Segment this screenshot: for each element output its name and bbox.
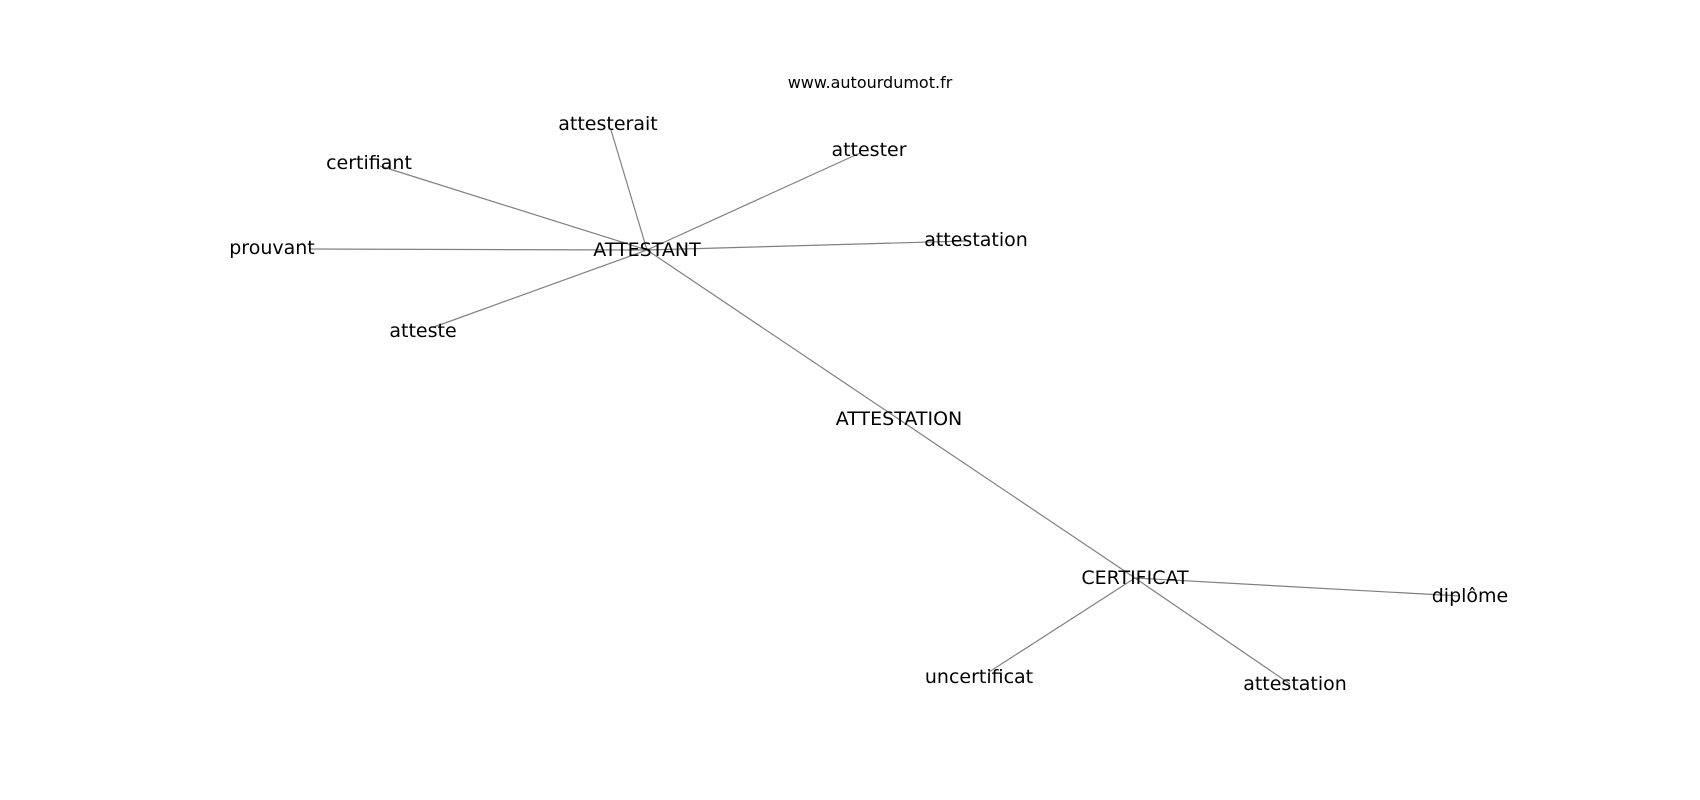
node-label-certificat[interactable]: CERTIFICAT xyxy=(1081,567,1189,589)
edge-attestant-prouvant xyxy=(308,248,648,251)
node-label-attestant[interactable]: ATTESTANT xyxy=(593,239,701,261)
edge-attestant-certifiant xyxy=(379,165,648,251)
edge-certificat-attestation_2 xyxy=(1134,577,1291,685)
edge-attestant-atteste xyxy=(433,249,648,328)
edge-attestant-certificat xyxy=(646,249,1136,579)
edge-attestant-attestation_1 xyxy=(646,240,967,251)
graph-edges xyxy=(308,129,1461,685)
node-label-attestation-1[interactable]: attestation xyxy=(924,229,1028,251)
node-label-attestation-2[interactable]: attestation xyxy=(1243,673,1347,695)
graph-nodes: ATTESTANT ATTESTATION CERTIFICAT attesterai… xyxy=(229,113,1508,695)
node-label-certifiant[interactable]: certifiant xyxy=(326,152,412,174)
watermark-url: www.autourdumot.fr xyxy=(788,73,953,92)
edge-attestant-attester xyxy=(646,152,861,251)
node-label-uncertificat[interactable]: uncertificat xyxy=(925,666,1033,688)
node-label-attesterait[interactable]: attesterait xyxy=(558,113,657,135)
node-label-atteste[interactable]: atteste xyxy=(389,320,456,342)
node-label-attestation-center[interactable]: ATTESTATION xyxy=(836,408,963,430)
node-label-prouvant[interactable]: prouvant xyxy=(229,237,315,259)
edge-certificat-uncertificat xyxy=(988,577,1136,673)
node-label-diplome[interactable]: diplôme xyxy=(1432,585,1509,607)
edge-attestant-attesterait xyxy=(610,129,648,251)
edge-certificat-diplome xyxy=(1134,577,1461,597)
node-label-attester[interactable]: attester xyxy=(831,139,906,161)
